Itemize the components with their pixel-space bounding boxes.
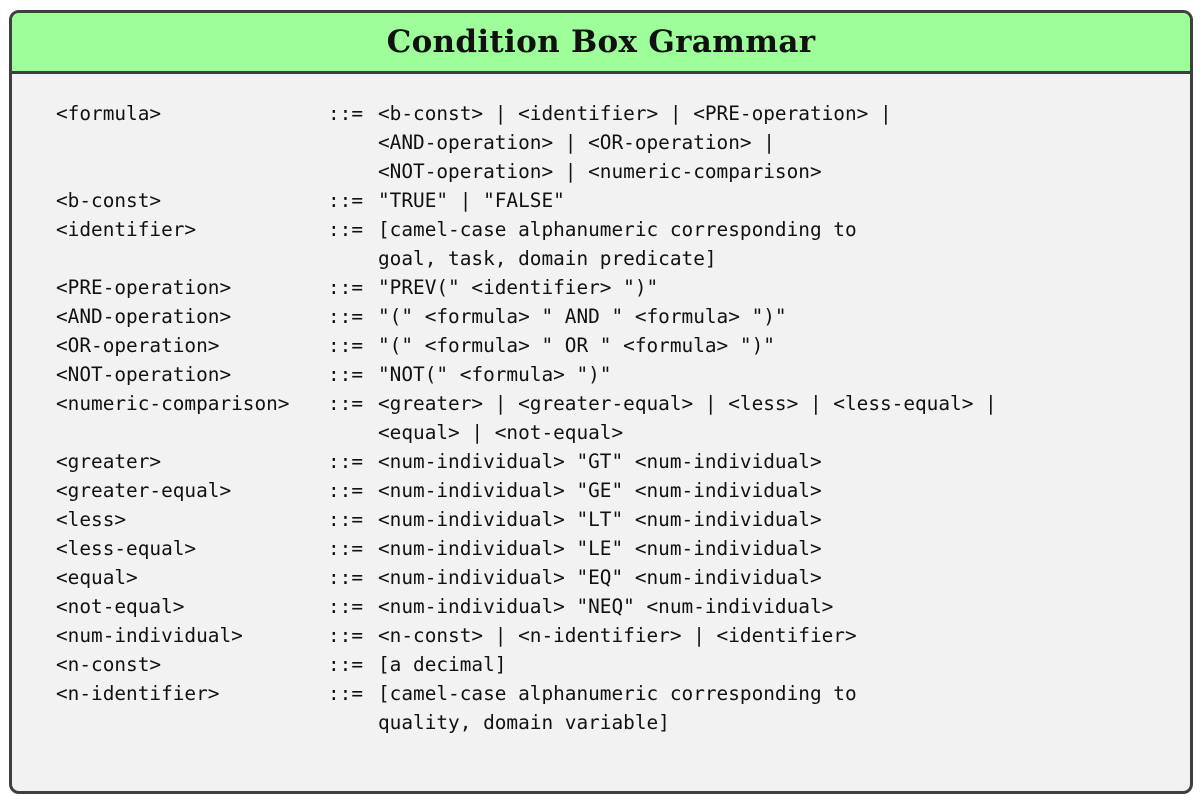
rule-nonterminal: <less-equal> [56, 537, 197, 560]
rule-expansion-line: "NOT(" <formula> ")" [378, 363, 612, 386]
grammar-rule: <less>::= <num-individual> "LT" <num-indi… [56, 505, 997, 534]
rule-definition-operator: ::= [328, 508, 364, 531]
rule-expansion: <num-individual> "LT" <num-individual> [378, 505, 822, 534]
rule-definition-operator: ::= [328, 305, 364, 328]
rule-expansion-line: "(" <formula> " AND " <formula> ")" [378, 305, 787, 328]
rule-expansion-line: <equal> | <not-equal> [378, 421, 624, 444]
rule-expansion: <b-const> | <identifier> | <PRE-operatio… [378, 99, 892, 186]
rule-nonterminal: <OR-operation> [56, 334, 220, 357]
rule-definition-operator: ::= [328, 392, 364, 415]
panel-header: Condition Box Grammar [12, 13, 1190, 74]
rule-expansion: "NOT(" <formula> ")" [378, 360, 611, 389]
rule-definition-operator: ::= [328, 276, 364, 299]
rule-expansion: <n-const> | <n-identifier> | <identifier… [378, 621, 857, 650]
rule-nonterminal: <PRE-operation> [56, 276, 232, 299]
rule-definition-operator: ::= [328, 334, 364, 357]
grammar-rule: <less-equal>::= <num-individual> "LE" <nu… [56, 534, 997, 563]
rule-expansion-line: <NOT-operation> | <numeric-comparison> [378, 160, 822, 183]
rule-definition-operator: ::= [328, 479, 364, 502]
grammar-rule: <numeric-comparison>::= <greater> | <grea… [56, 389, 997, 447]
grammar-rule: <greater-equal>::= <num-individual> "GE" … [56, 476, 997, 505]
rule-expansion-line: "TRUE" | "FALSE" [378, 189, 565, 212]
rule-expansion-line: <n-const> | <n-identifier> | <identifier… [378, 624, 857, 647]
rule-nonterminal: <identifier> [56, 218, 197, 241]
rule-definition-operator: ::= [328, 682, 364, 705]
rule-definition-operator: ::= [328, 537, 364, 560]
rule-expansion: [camel-case alphanumeric corresponding t… [378, 215, 857, 273]
rule-expansion-line: <num-individual> "GE" <num-individual> [378, 479, 822, 502]
rule-expansion-line: <greater> | <greater-equal> | <less> | <… [378, 392, 997, 415]
grammar-rule: <greater>::= <num-individual> "GT" <num-i… [56, 447, 997, 476]
rule-nonterminal: <formula> [56, 102, 162, 125]
rule-definition-operator: ::= [328, 566, 364, 589]
grammar-rule: <n-const>::= [a decimal] [56, 650, 997, 679]
rule-nonterminal: <not-equal> [56, 595, 185, 618]
rule-expansion: "(" <formula> " OR " <formula> ")" [378, 331, 775, 360]
rule-definition-operator: ::= [328, 363, 364, 386]
rule-nonterminal: <num-individual> [56, 624, 243, 647]
grammar-rule: <equal>::= <num-individual> "EQ" <num-ind… [56, 563, 997, 592]
rule-expansion-line: "PREV(" <identifier> ")" [378, 276, 659, 299]
grammar-rule: <n-identifier>::= [camel-case alphanumeri… [56, 679, 997, 737]
condition-box-grammar-panel: Condition Box Grammar <formula>::=<b-con… [9, 10, 1193, 794]
rule-nonterminal: <n-identifier> [56, 682, 220, 705]
rule-expansion-line: goal, task, domain predicate] [378, 247, 717, 270]
rule-expansion-line: [camel-case alphanumeric corresponding t… [378, 682, 857, 705]
grammar-rule: <AND-operation>::= "(" <formula> " AND " … [56, 302, 997, 331]
rule-definition-operator: ::= [328, 189, 364, 212]
rule-expansion-line: <num-individual> "EQ" <num-individual> [378, 566, 822, 589]
grammar-rule: <formula>::= <b-const> | <identifier> | <… [56, 99, 997, 186]
grammar-rules-list: <formula>::= <b-const> | <identifier> | <… [56, 99, 997, 737]
rule-nonterminal: <numeric-comparison> [56, 392, 290, 415]
rule-definition-operator: ::= [328, 450, 364, 473]
rule-expansion-line: <num-individual> "LT" <num-individual> [378, 508, 822, 531]
rule-expansion-line: <num-individual> "NEQ" <num-individual> [378, 595, 834, 618]
rule-expansion-line: <b-const> | <identifier> | <PRE-operatio… [378, 102, 892, 125]
rule-expansion: <num-individual> "LE" <num-individual> [378, 534, 822, 563]
grammar-rule: <not-equal>::= <num-individual> "NEQ" <nu… [56, 592, 997, 621]
rule-nonterminal: <NOT-operation> [56, 363, 232, 386]
grammar-rule: <num-individual>::= <n-const> | <n-identi… [56, 621, 997, 650]
rule-expansion-line: [a decimal] [378, 653, 507, 676]
rule-nonterminal: <b-const> [56, 189, 162, 212]
grammar-rule: <identifier>::= [camel-case alphanumeric … [56, 215, 997, 273]
rule-nonterminal: <equal> [56, 566, 138, 589]
rule-definition-operator: ::= [328, 653, 364, 676]
rule-expansion-line: <AND-operation> | <OR-operation> | [378, 131, 775, 154]
rule-expansion: <num-individual> "EQ" <num-individual> [378, 563, 822, 592]
rule-expansion: "PREV(" <identifier> ")" [378, 273, 658, 302]
rule-nonterminal: <less> [56, 508, 127, 531]
rule-expansion-line: quality, domain variable] [378, 711, 670, 734]
rule-expansion: <greater> | <greater-equal> | <less> | <… [378, 389, 997, 447]
rule-nonterminal: <AND-operation> [56, 305, 232, 328]
rule-definition-operator: ::= [328, 218, 364, 241]
rule-nonterminal: <greater-equal> [56, 479, 232, 502]
grammar-rule: <PRE-operation>::= "PREV(" <identifier> "… [56, 273, 997, 302]
rule-expansion: <num-individual> "GE" <num-individual> [378, 476, 822, 505]
rule-expansion: [a decimal] [378, 650, 506, 679]
rule-nonterminal: <greater> [56, 450, 162, 473]
rule-expansion-line: [camel-case alphanumeric corresponding t… [378, 218, 857, 241]
panel-title: Condition Box Grammar [386, 24, 816, 60]
grammar-rule: <b-const>::= "TRUE" | "FALSE" [56, 186, 997, 215]
rule-expansion: <num-individual> "GT" <num-individual> [378, 447, 822, 476]
rule-expansion-line: <num-individual> "LE" <num-individual> [378, 537, 822, 560]
rule-expansion-line: "(" <formula> " OR " <formula> ")" [378, 334, 775, 357]
rule-expansion-line: <num-individual> "GT" <num-individual> [378, 450, 822, 473]
rule-definition-operator: ::= [328, 624, 364, 647]
rule-definition-operator: ::= [328, 102, 364, 125]
grammar-rule: <OR-operation>::= "(" <formula> " OR " <f… [56, 331, 997, 360]
grammar-rule: <NOT-operation>::= "NOT(" <formula> ")" [56, 360, 997, 389]
rule-nonterminal: <n-const> [56, 653, 162, 676]
rule-expansion: [camel-case alphanumeric corresponding t… [378, 679, 857, 737]
rule-expansion: <num-individual> "NEQ" <num-individual> [378, 592, 833, 621]
rule-definition-operator: ::= [328, 595, 364, 618]
rule-expansion: "(" <formula> " AND " <formula> ")" [378, 302, 787, 331]
rule-expansion: "TRUE" | "FALSE" [378, 186, 565, 215]
